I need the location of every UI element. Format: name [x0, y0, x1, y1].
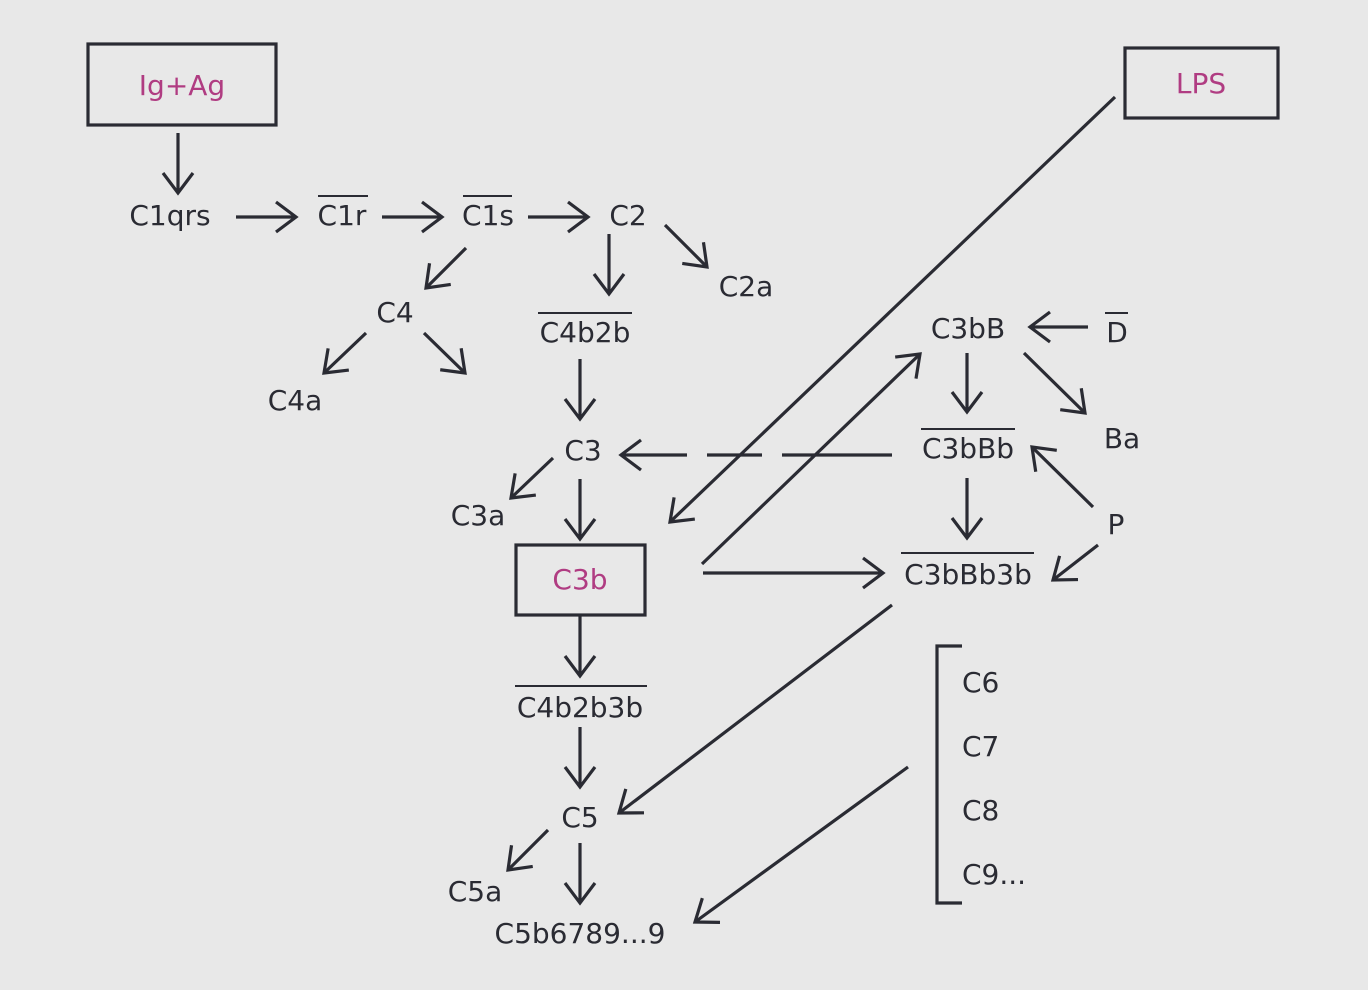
- arrow-terminal-to-c5b6789: [692, 765, 909, 924]
- c5-label: C5: [561, 801, 598, 834]
- arrow-c3bb-to-ba: [1022, 351, 1087, 415]
- c1r-label: C1r: [318, 199, 367, 232]
- lps-label: LPS: [1176, 67, 1226, 100]
- arrow-lps-to-c3b: [668, 95, 1117, 524]
- terminal-c7: C7: [962, 730, 999, 763]
- c1qrs-label: C1qrs: [129, 199, 210, 232]
- arrow-p-to-c3bbb: [1030, 445, 1095, 509]
- c4-label: C4: [376, 296, 413, 329]
- ba-label: Ba: [1104, 422, 1140, 455]
- c2a-label: C2a: [719, 270, 774, 303]
- c4b2b-label: C4b2b: [540, 316, 631, 349]
- c3a-label: C3a: [451, 499, 506, 532]
- arrow-c4-to-c4a: [322, 331, 368, 375]
- arrow-c4-to-c4b: [422, 331, 467, 375]
- c3bb-label: C3bB: [931, 312, 1005, 345]
- terminal-c8: C8: [962, 794, 999, 827]
- arrow-c3bbb3b-to-c5: [616, 603, 893, 815]
- c3bbb3b-label: C3bBb3b: [904, 558, 1032, 591]
- arrow-p-to-c3bbb3b: [1050, 543, 1099, 582]
- c5a-label: C5a: [448, 875, 503, 908]
- ig-ag-box: [86, 42, 278, 127]
- arrow-c3b-to-c3bb: [700, 352, 922, 566]
- c3b-box: [514, 543, 647, 617]
- arrow-c5-to-c5a: [506, 828, 550, 872]
- arrow-c3-to-c3a: [509, 456, 555, 500]
- c4a-label: C4a: [268, 384, 323, 417]
- arrow-c2-to-c2a: [663, 223, 709, 269]
- c5b6789-label: C5b6789...9: [495, 917, 666, 950]
- p-label: P: [1108, 508, 1125, 541]
- terminal-c6: C6: [962, 666, 999, 699]
- lps-box: [1123, 46, 1280, 120]
- terminal-c9: C9...: [962, 858, 1026, 891]
- d-label: D: [1106, 316, 1128, 349]
- c3-label: C3: [564, 434, 601, 467]
- c4b2b3b-label: C4b2b3b: [517, 691, 643, 724]
- arrow-c1s-to-c4: [424, 246, 468, 290]
- c3bbb-label: C3bBb: [922, 432, 1014, 465]
- c3b-label: C3b: [552, 563, 607, 596]
- c1s-label: C1s: [462, 199, 514, 232]
- terminal-bracket: [935, 644, 962, 905]
- ig-ag-label: Ig+Ag: [139, 69, 225, 102]
- c2-label: C2: [609, 199, 646, 232]
